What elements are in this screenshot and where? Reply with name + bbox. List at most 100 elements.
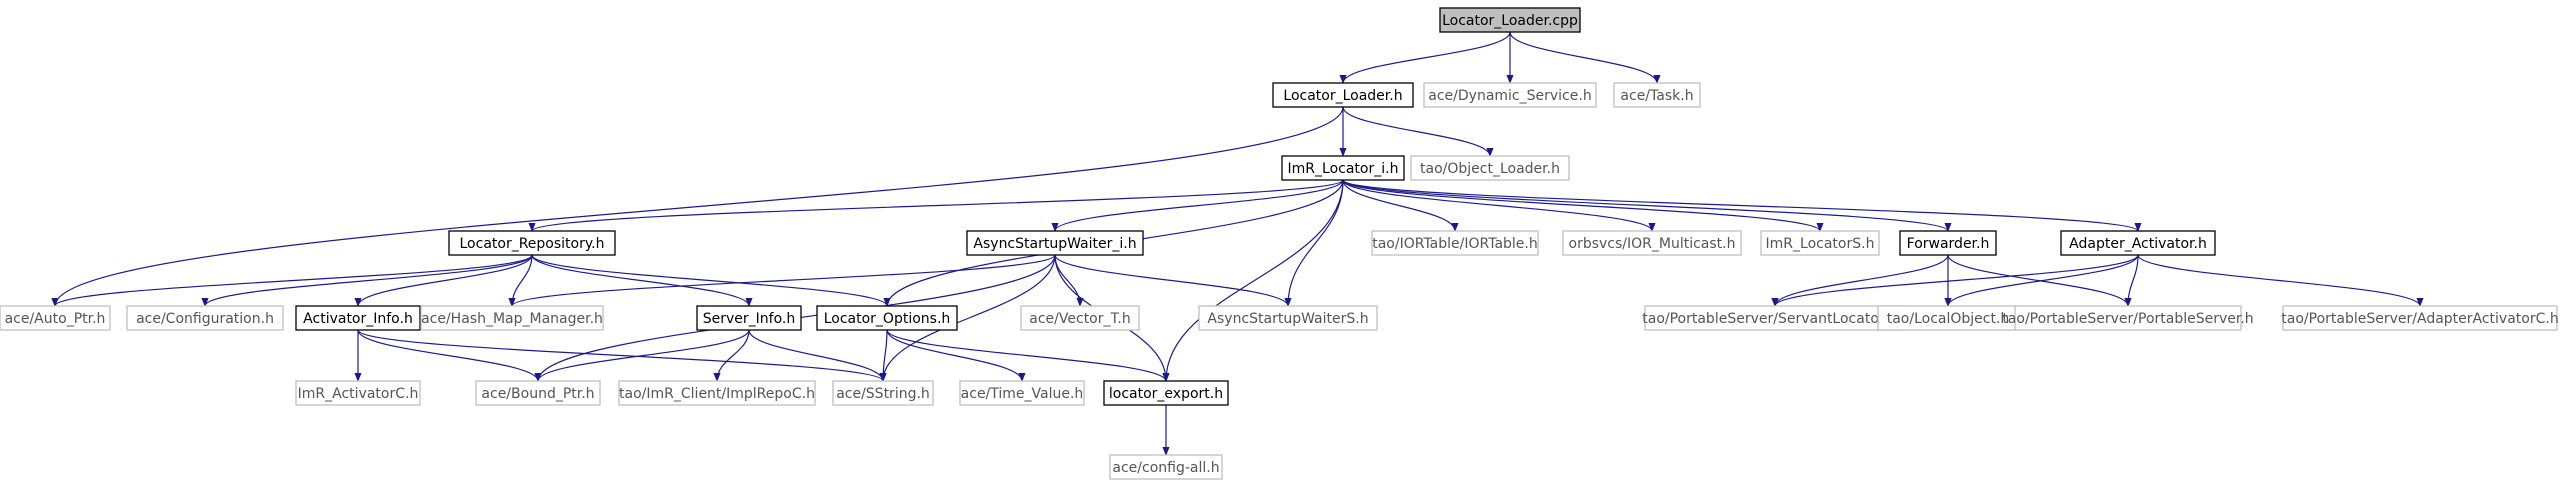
node-label: ace/Time_Value.h xyxy=(961,386,1084,402)
file-node: ace/Auto_Ptr.h xyxy=(0,305,111,331)
dependency-edge xyxy=(51,106,1344,307)
node-box xyxy=(1281,155,1405,181)
node-label: Server_Info.h xyxy=(703,311,795,327)
node-box xyxy=(1371,230,1539,256)
dependency-edge xyxy=(1339,31,1511,84)
node-label: Locator_Loader.cpp xyxy=(1442,13,1578,29)
dependency-edge xyxy=(1054,254,1084,307)
dependency-edge xyxy=(886,329,1170,382)
node-label: ImR_Locator_i.h xyxy=(1288,161,1399,177)
dependency-edge xyxy=(1944,254,2139,307)
node-label: ace/Configuration.h xyxy=(136,311,274,327)
node-box xyxy=(1562,230,1742,256)
file-node[interactable]: ImR_Locator_i.h xyxy=(1281,155,1405,181)
dependency-edge xyxy=(1342,179,1824,232)
node-label: locator_export.h xyxy=(1109,386,1223,402)
node-label: ace/config-all.h xyxy=(1112,460,1219,476)
node-box xyxy=(0,305,111,331)
node-box xyxy=(832,380,934,406)
node-box xyxy=(475,380,601,406)
node-label: Activator_Info.h xyxy=(303,311,413,327)
file-node[interactable]: Adapter_Activator.h xyxy=(2060,230,2216,256)
dependency-edge xyxy=(713,329,750,382)
dependency-edge xyxy=(1509,31,1661,84)
node-label: Locator_Options.h xyxy=(824,311,951,327)
dependency-edge xyxy=(1162,179,1344,382)
node-label: tao/IORTable/IORTable.h xyxy=(1372,236,1538,252)
dependency-edge xyxy=(1342,179,1459,232)
node-label: Adapter_Activator.h xyxy=(2069,236,2207,252)
node-label: tao/PortableServer/PortableServer.h xyxy=(2002,311,2253,327)
dependency-edge xyxy=(1342,179,2142,232)
node-box xyxy=(295,305,421,331)
node-box xyxy=(1613,82,1701,108)
node-label: ace/Bound_Ptr.h xyxy=(481,386,594,402)
file-node: ImR_LocatorS.h xyxy=(1760,230,1880,256)
file-node: tao/PortableServer/PortableServer.h xyxy=(2002,305,2254,331)
file-node: tao/LocalObject.h xyxy=(1877,305,2019,331)
dependency-edge xyxy=(1054,254,1292,307)
dependency-edge xyxy=(528,179,1344,232)
node-box xyxy=(1198,305,1378,331)
file-node: ace/Hash_Map_Manager.h xyxy=(420,305,604,331)
node-box xyxy=(2060,230,2216,256)
file-node[interactable]: Server_Info.h xyxy=(696,305,802,331)
node-label: ImR_ActivatorC.h xyxy=(298,386,419,402)
file-node: orbsvcs/IOR_Multicast.h xyxy=(1562,230,1742,256)
file-node[interactable]: locator_export.h xyxy=(1103,380,1229,406)
node-label: ace/Auto_Ptr.h xyxy=(5,311,106,327)
file-node: tao/Object_Loader.h xyxy=(1410,155,1570,181)
file-node: tao/PortableServer/AdapterActivatorC.h xyxy=(2281,305,2559,331)
dependency-edge xyxy=(1342,106,1494,157)
node-box xyxy=(1020,305,1140,331)
node-label: tao/Object_Loader.h xyxy=(1420,161,1560,177)
node-box xyxy=(1423,82,1597,108)
dependency-edge xyxy=(354,254,533,307)
dependency-edge xyxy=(1284,179,1344,307)
node-box xyxy=(2282,305,2558,331)
node-label: Locator_Loader.h xyxy=(1283,88,1402,104)
file-node: ace/SString.h xyxy=(832,380,934,406)
node-box xyxy=(959,380,1085,406)
file-node[interactable]: AsyncStartupWaiter_i.h xyxy=(966,230,1144,256)
file-node: ace/config-all.h xyxy=(1109,454,1223,480)
dependency-edge xyxy=(357,329,887,382)
node-box xyxy=(1899,230,1997,256)
node-box xyxy=(1109,454,1223,480)
node-label: AsyncStartupWaiter_i.h xyxy=(973,236,1136,252)
file-node[interactable]: Locator_Loader.h xyxy=(1272,82,1414,108)
node-box xyxy=(966,230,1144,256)
node-label: tao/LocalObject.h xyxy=(1887,311,2010,327)
dependency-edge xyxy=(531,254,891,307)
dependency-edge xyxy=(1771,254,2139,307)
file-node: tao/PortableServer/ServantLocatorC.h xyxy=(1642,305,1908,331)
file-node[interactable]: Forwarder.h xyxy=(1899,230,1997,256)
dependency-edge xyxy=(531,254,753,307)
node-box xyxy=(1439,7,1581,33)
file-node: ImR_ActivatorC.h xyxy=(295,380,421,406)
node-box xyxy=(1103,380,1229,406)
dependency-edge xyxy=(201,254,533,307)
node-label: orbsvcs/IOR_Multicast.h xyxy=(1569,236,1736,252)
file-node: ace/Time_Value.h xyxy=(959,380,1085,406)
file-node[interactable]: Locator_Options.h xyxy=(816,305,958,331)
file-node: AsyncStartupWaiterS.h xyxy=(1198,305,1378,331)
file-node[interactable]: Activator_Info.h xyxy=(295,305,421,331)
file-node[interactable]: Locator_Repository.h xyxy=(448,230,616,256)
dependency-edge xyxy=(1342,179,1656,232)
dependency-edge xyxy=(2137,254,2424,307)
node-box xyxy=(1760,230,1880,256)
node-box xyxy=(2014,305,2242,331)
dependency-edge xyxy=(508,254,1056,307)
dependency-edge xyxy=(1947,254,2132,307)
file-node: ace/Dynamic_Service.h xyxy=(1423,82,1597,108)
node-label: Locator_Repository.h xyxy=(460,236,605,252)
node-label: ace/Dynamic_Service.h xyxy=(1428,88,1591,104)
node-label: ace/Hash_Map_Manager.h xyxy=(421,311,603,327)
file-node: ace/Task.h xyxy=(1613,82,1701,108)
dependency-edge xyxy=(1051,179,1344,232)
dependency-edge xyxy=(534,329,750,382)
file-node: ace/Bound_Ptr.h xyxy=(475,380,601,406)
node-box xyxy=(295,380,421,406)
